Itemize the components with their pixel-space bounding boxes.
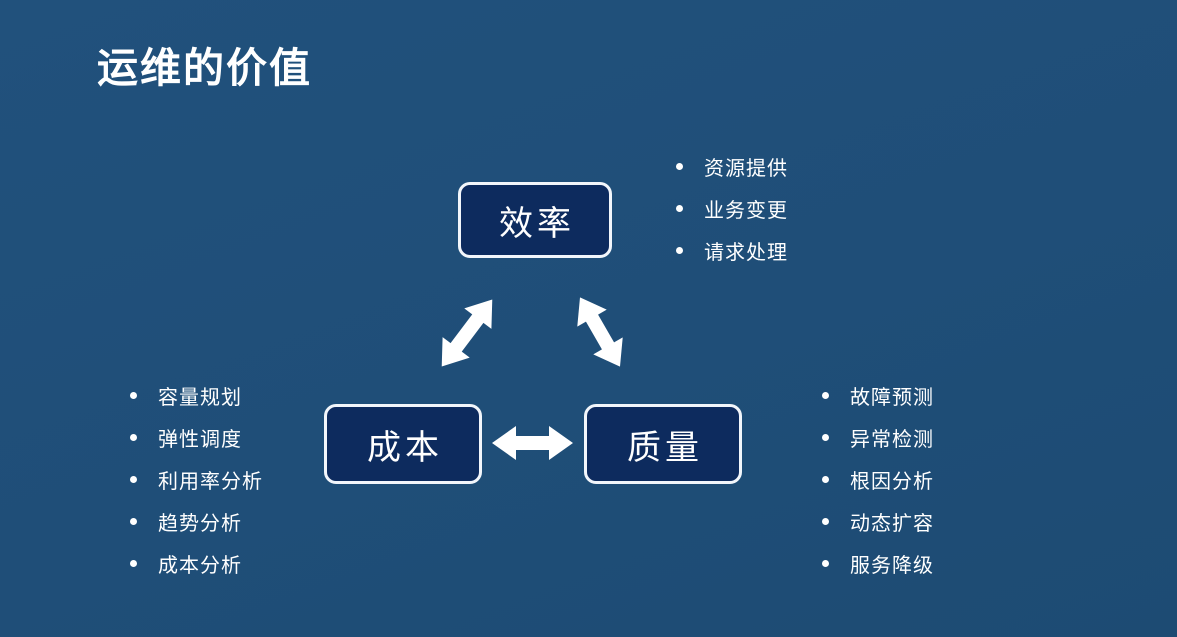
bullet-dot-icon — [676, 204, 683, 212]
bullet-dot-icon — [822, 517, 829, 525]
list-item-label: 动态扩容 — [850, 512, 934, 535]
list-item-label: 弹性调度 — [158, 428, 242, 451]
node-efficiency-label: 效率 — [499, 204, 575, 243]
cost-list: 容量规划 弹性调度 利用率分析 趋势分析 成本分析 — [130, 374, 263, 584]
bullet-dot-icon — [822, 433, 829, 441]
bullet-dot-icon — [676, 162, 683, 170]
bullet-dot-icon — [130, 517, 137, 525]
list-item-label: 趋势分析 — [158, 512, 242, 535]
efficiency-list: 资源提供 业务变更 请求处理 — [676, 145, 788, 271]
bullet-dot-icon — [130, 433, 137, 441]
cost-quality-double-arrow-icon — [492, 426, 573, 460]
list-item: 资源提供 — [676, 145, 788, 187]
node-quality-label: 质量 — [627, 428, 703, 467]
node-cost-label: 成本 — [367, 428, 443, 467]
list-item: 弹性调度 — [130, 416, 263, 458]
list-item-label: 资源提供 — [704, 157, 788, 180]
list-item: 利用率分析 — [130, 458, 263, 500]
list-item-label: 根因分析 — [850, 470, 934, 493]
node-efficiency: 效率 — [458, 182, 612, 258]
list-item-label: 请求处理 — [704, 241, 788, 264]
list-item: 成本分析 — [130, 542, 263, 584]
bullet-dot-icon — [676, 246, 683, 254]
list-item-label: 业务变更 — [704, 199, 788, 222]
list-item: 根因分析 — [822, 458, 934, 500]
node-cost: 成本 — [324, 404, 482, 484]
list-item: 异常检测 — [822, 416, 934, 458]
list-item: 请求处理 — [676, 229, 788, 271]
node-quality: 质量 — [584, 404, 742, 484]
bullet-dot-icon — [822, 475, 829, 483]
bullet-dot-icon — [130, 475, 137, 483]
list-item: 业务变更 — [676, 187, 788, 229]
list-item: 趋势分析 — [130, 500, 263, 542]
list-item: 容量规划 — [130, 374, 263, 416]
efficiency-quality-double-arrow-icon — [565, 289, 634, 375]
list-item: 动态扩容 — [822, 500, 934, 542]
efficiency-cost-double-arrow-icon — [428, 289, 506, 377]
bullet-dot-icon — [822, 559, 829, 567]
bullet-dot-icon — [130, 391, 137, 399]
quality-list: 故障预测 异常检测 根因分析 动态扩容 服务降级 — [822, 374, 934, 584]
bullet-dot-icon — [130, 559, 137, 567]
list-item-label: 异常检测 — [850, 428, 934, 451]
list-item: 服务降级 — [822, 542, 934, 584]
bullet-dot-icon — [822, 391, 829, 399]
list-item-label: 服务降级 — [850, 554, 934, 577]
list-item-label: 故障预测 — [850, 386, 934, 409]
list-item-label: 容量规划 — [158, 386, 242, 409]
list-item-label: 利用率分析 — [158, 470, 263, 493]
list-item: 故障预测 — [822, 374, 934, 416]
list-item-label: 成本分析 — [158, 554, 242, 577]
page-title: 运维的价值 — [97, 45, 312, 91]
